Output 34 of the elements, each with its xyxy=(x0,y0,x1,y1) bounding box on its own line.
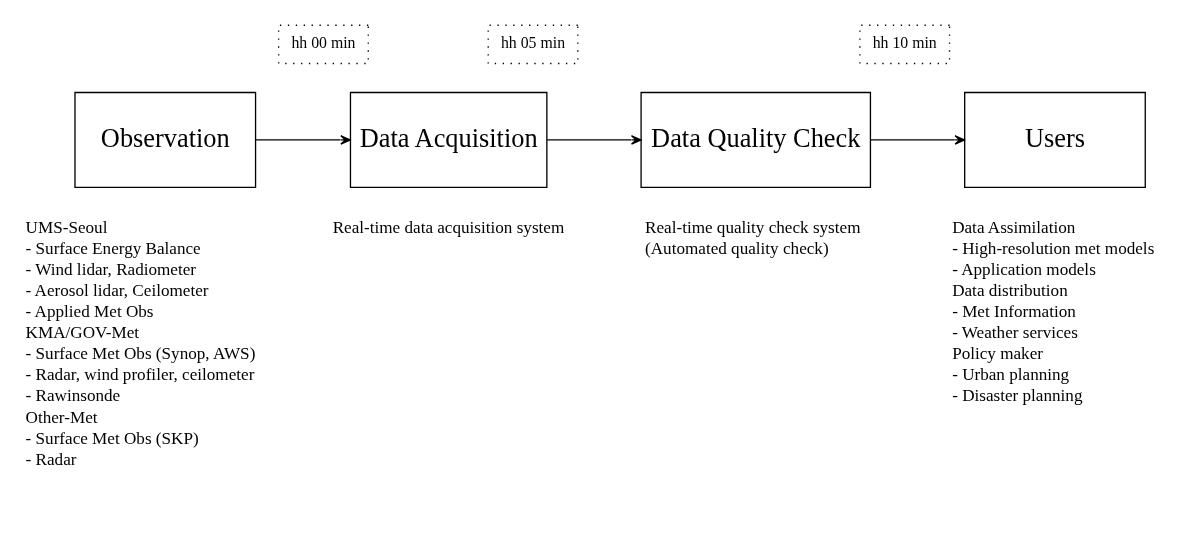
node-label: (Automated quality check) xyxy=(645,238,829,258)
node-label: - Rawinsonde xyxy=(25,386,121,406)
node-label: - Radar, wind profiler, ceilometer xyxy=(25,365,255,385)
node-label: Real-time data acquisition system xyxy=(332,217,565,237)
node-label: - Surface Met Obs (Synop, AWS) xyxy=(25,344,256,364)
node-label: KMA/GOV-Met xyxy=(25,323,140,343)
arrow xyxy=(546,135,642,145)
node-label: - Applied Met Obs xyxy=(25,302,154,322)
node-box: hh 00 min xyxy=(277,24,369,65)
node-label: - Disaster planning xyxy=(952,386,1083,406)
node-label: - Surface Met Obs (SKP) xyxy=(25,428,199,448)
node-label: - Wind lidar, Radiometer xyxy=(25,259,197,279)
node-label: - Aerosol lidar, Ceilometer xyxy=(25,281,209,300)
node-label: Data distribution xyxy=(952,281,1068,300)
node-label: Data Assimilation xyxy=(952,217,1076,237)
arrow xyxy=(255,135,351,145)
arrow xyxy=(870,135,966,145)
node-label: - High-resolution met models xyxy=(952,238,1155,258)
node-label: Policy maker xyxy=(952,344,1044,364)
node-box: Data Acquisition xyxy=(349,91,548,189)
node-label: Real-time quality check system xyxy=(645,217,861,237)
node-box: Users xyxy=(964,91,1146,189)
node-label: - Radar xyxy=(25,449,77,469)
node-label: UMS-Seoul xyxy=(25,217,108,237)
node-label: - Weather services xyxy=(952,323,1078,343)
node-label: - Surface Energy Balance xyxy=(25,238,201,258)
node-label: Other-Met xyxy=(25,407,98,427)
node-box: Observation xyxy=(74,91,257,189)
node-box: hh 05 min xyxy=(487,24,579,65)
node-box: Data Quality Check xyxy=(640,91,872,189)
node-box: hh 10 min xyxy=(859,24,951,65)
node-label: - Met Information xyxy=(952,302,1076,322)
node-label: - Application models xyxy=(952,259,1096,279)
node-label: - Urban planning xyxy=(952,365,1070,385)
